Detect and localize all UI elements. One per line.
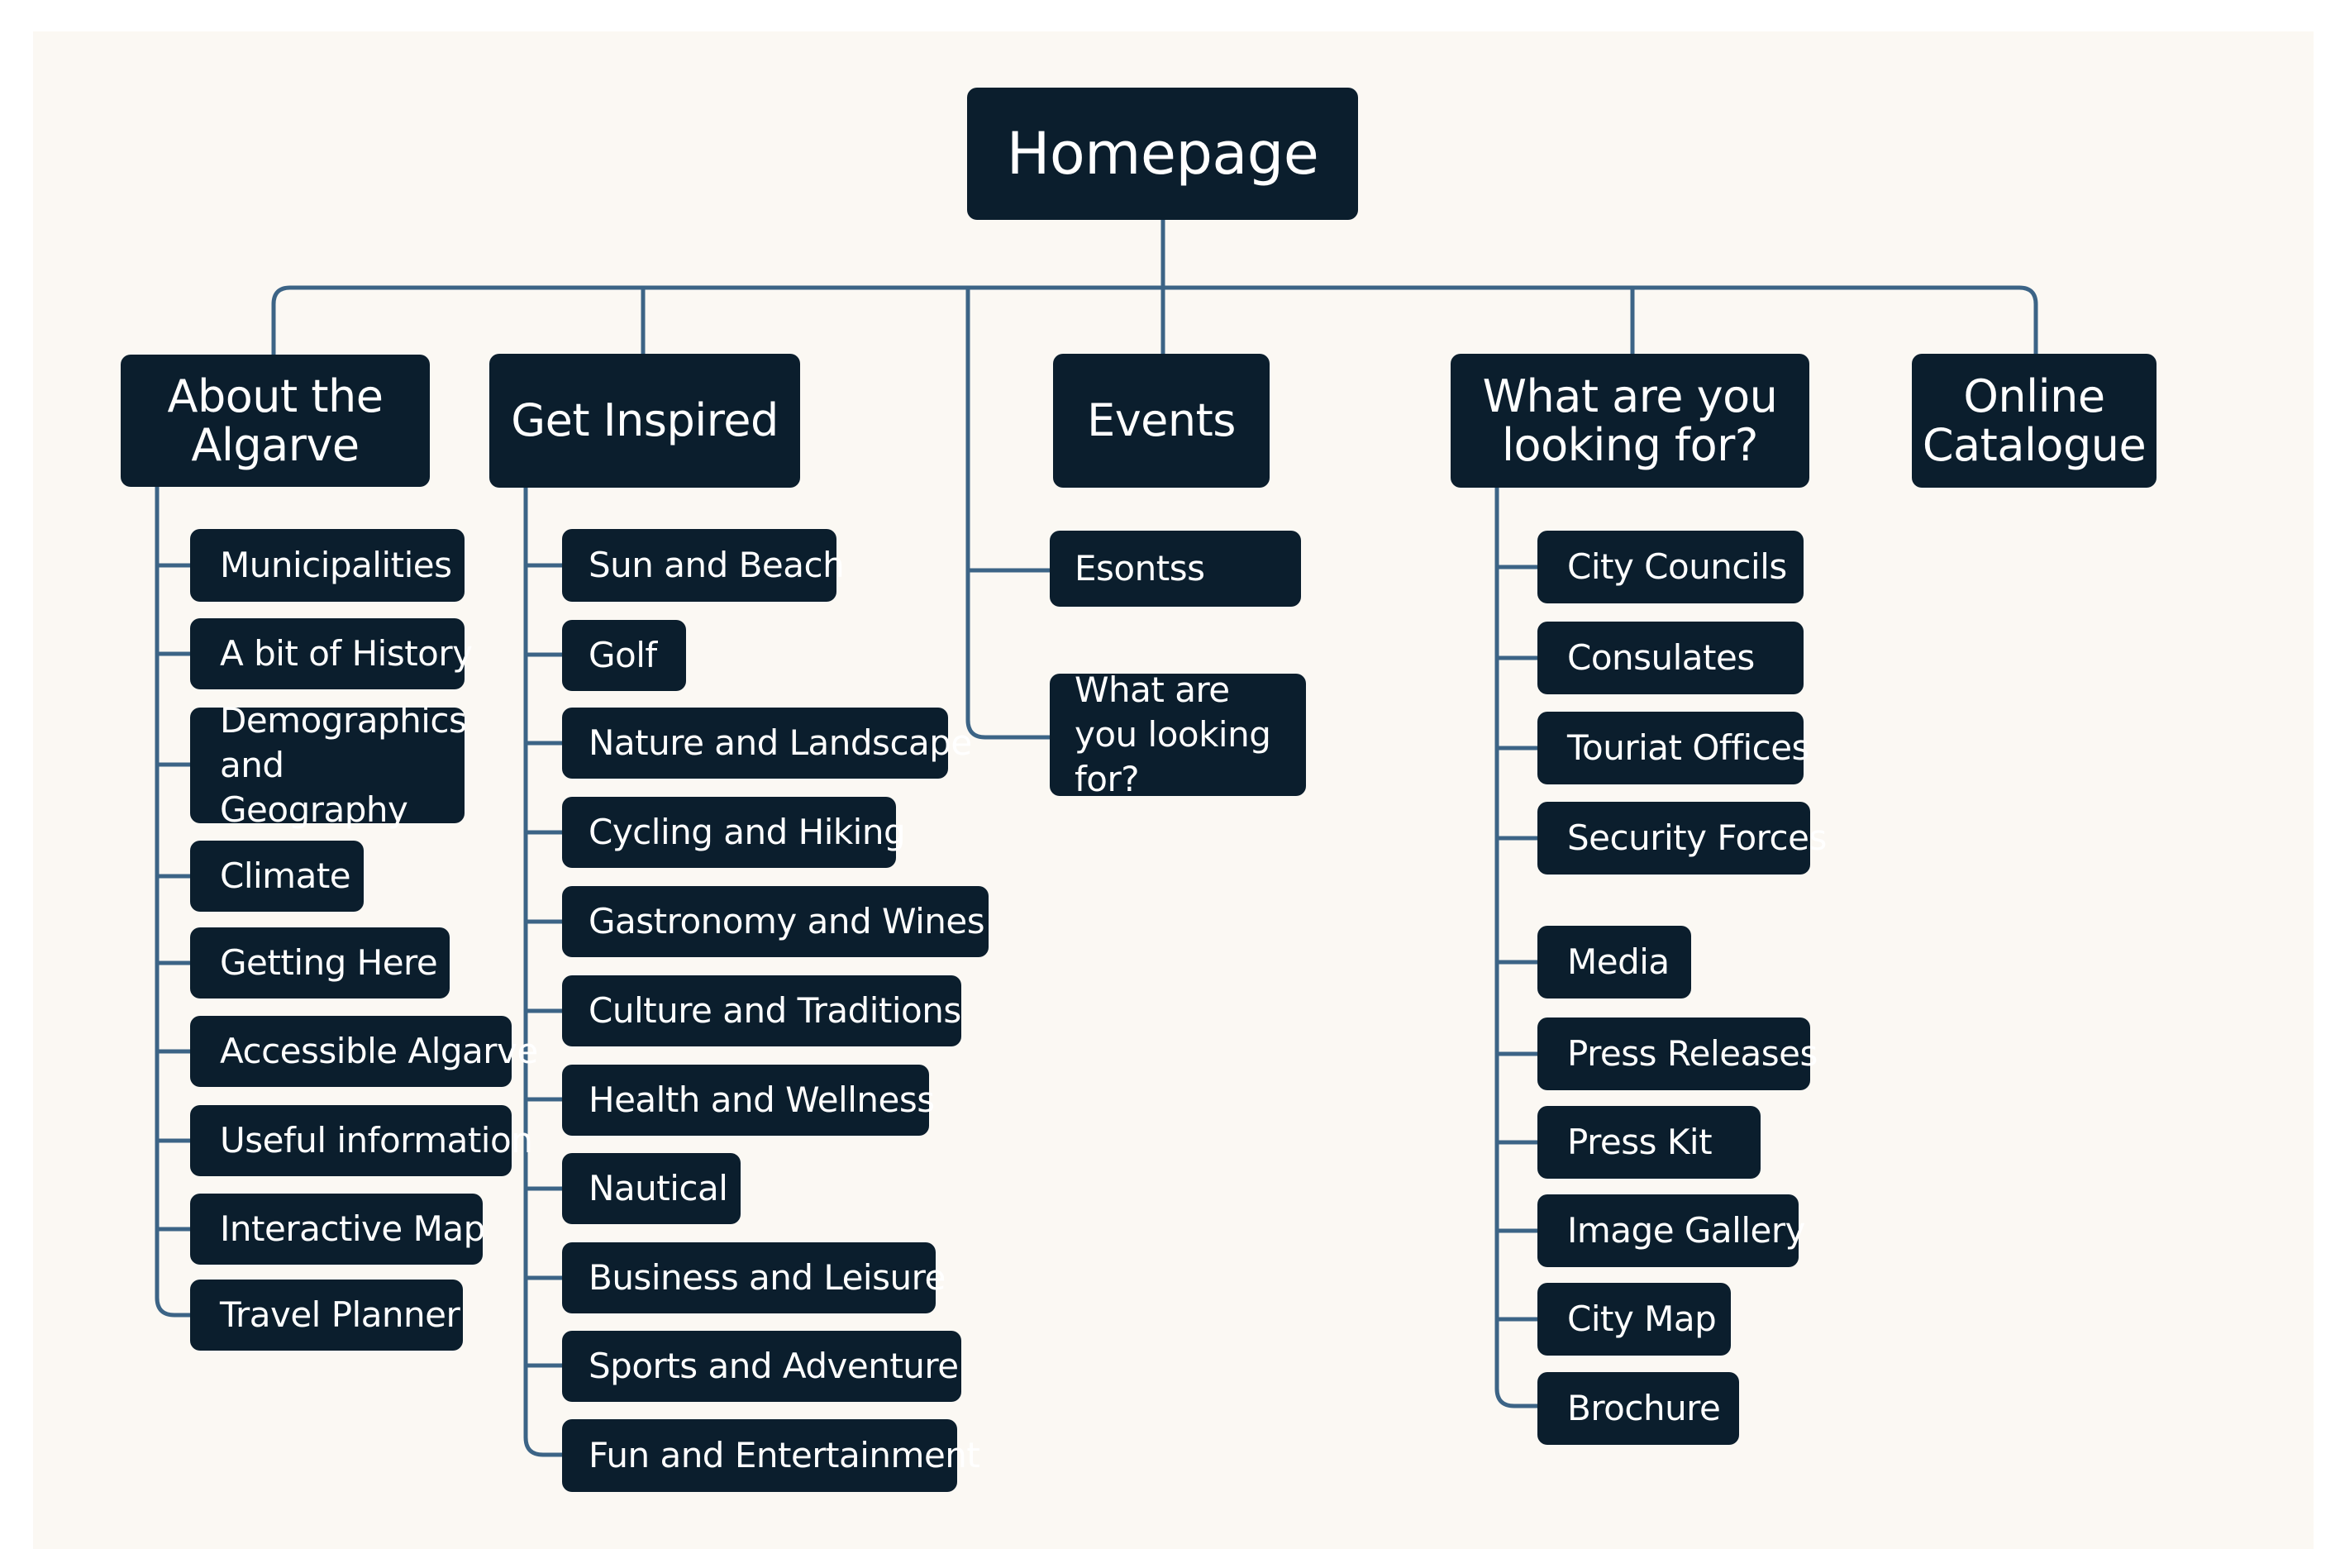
what-are-you-looking-for-node[interactable]: What are you looking for? xyxy=(1451,354,1809,488)
security-forces-node[interactable]: Security Forces xyxy=(1537,802,1827,875)
nature-and-landscape-node[interactable]: Nature and Landscape xyxy=(562,708,972,779)
get-inspired-node[interactable]: Get Inspired xyxy=(489,354,800,488)
gastronomy-and-wines-node[interactable]: Gastronomy and Wines xyxy=(562,886,989,957)
events-what-are-you-looking-for-node[interactable]: What are you looking for? xyxy=(1050,670,1306,799)
brochure-node[interactable]: Brochure xyxy=(1537,1372,1739,1445)
accessible-algarve-node[interactable]: Accessible Algarve xyxy=(190,1016,538,1087)
useful-information-node[interactable]: Useful information xyxy=(190,1105,533,1176)
city-map-node[interactable]: City Map xyxy=(1537,1283,1731,1356)
getting-here-node[interactable]: Getting Here xyxy=(190,927,450,998)
sun-and-beach-node[interactable]: Sun and Beach xyxy=(562,529,845,602)
interactive-map-node[interactable]: Interactive Map xyxy=(190,1194,485,1265)
image-gallery-node[interactable]: Image Gallery xyxy=(1537,1194,1805,1267)
nautical-node[interactable]: Nautical xyxy=(562,1153,741,1224)
about-the-algarve-node[interactable]: About the Algarve xyxy=(121,355,430,487)
press-releases-node[interactable]: Press Releases xyxy=(1537,1018,1818,1090)
travel-planner-node[interactable]: Travel Planner xyxy=(190,1280,463,1351)
demographics-and-geography-node[interactable]: Demographics and Geography xyxy=(190,700,467,830)
culture-and-traditions-node[interactable]: Culture and Traditions xyxy=(562,975,961,1046)
events-node[interactable]: Events xyxy=(1053,354,1270,488)
media-node[interactable]: Media xyxy=(1537,926,1691,998)
esontss-node[interactable]: Esontss xyxy=(1050,531,1301,607)
sports-and-adventure-node[interactable]: Sports and Adventure xyxy=(562,1331,961,1402)
online-catalogue-node[interactable]: Online Catalogue xyxy=(1912,354,2157,488)
cycling-and-hiking-node[interactable]: Cycling and Hiking xyxy=(562,797,906,868)
fun-and-entertainment-node[interactable]: Fun and Entertainment xyxy=(562,1419,980,1492)
municipalities-node[interactable]: Municipalities xyxy=(190,529,465,602)
health-and-wellness-node[interactable]: Health and Wellness xyxy=(562,1065,935,1136)
city-councils-node[interactable]: City Councils xyxy=(1537,531,1804,603)
business-and-leisure-node[interactable]: Business and Leisure xyxy=(562,1242,946,1313)
touriat-offices-node[interactable]: Touriat Offices xyxy=(1537,712,1809,784)
climate-node[interactable]: Climate xyxy=(190,841,364,912)
press-kit-node[interactable]: Press Kit xyxy=(1537,1106,1761,1179)
homepage-node[interactable]: Homepage xyxy=(967,88,1358,220)
consulates-node[interactable]: Consulates xyxy=(1537,622,1804,694)
golf-node[interactable]: Golf xyxy=(562,620,686,691)
a-bit-of-history-node[interactable]: A bit of History xyxy=(190,618,473,689)
